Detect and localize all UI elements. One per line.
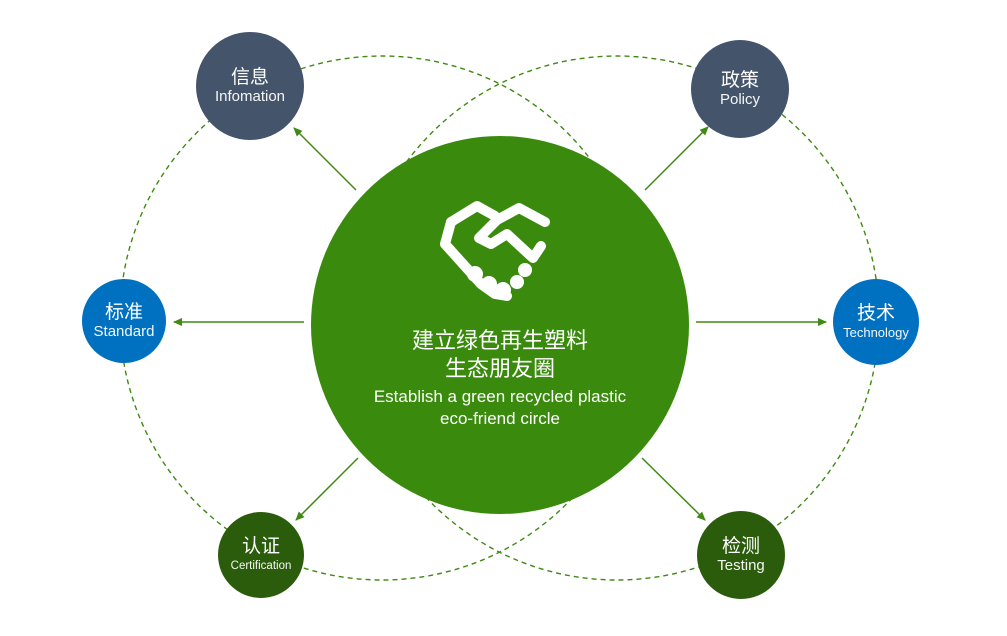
node-information: 信息 Infomation — [196, 32, 304, 140]
node-technology: 技术 Technology — [833, 279, 919, 365]
arrow-to-information — [293, 127, 357, 191]
arrow-to-policy — [644, 126, 709, 191]
handshake-icon — [440, 201, 550, 301]
node-technology-zh: 技术 — [856, 302, 895, 324]
node-testing-en: Testing — [717, 557, 765, 574]
node-policy-en: Policy — [719, 91, 760, 108]
center-title-en-line2: eco-friend circle — [440, 409, 560, 428]
node-certification: 认证 Certification — [218, 512, 304, 598]
node-information-zh: 信息 — [230, 66, 269, 88]
node-technology-en: Technology — [843, 325, 909, 340]
node-testing-zh: 检测 — [721, 535, 760, 557]
node-standard: 标准 Standard — [82, 279, 166, 363]
center-title-zh-line1: 建立绿色再生塑料 — [411, 329, 588, 354]
arrow-to-certification — [295, 457, 359, 521]
center-circle: 建立绿色再生塑料 生态朋友圈 Establish a green recycle… — [311, 136, 689, 514]
node-certification-zh: 认证 — [241, 535, 280, 557]
node-standard-zh: 标准 — [104, 301, 143, 323]
center-title-en-line1: Establish a green recycled plastic — [373, 387, 627, 406]
center-title-zh-line2: 生态朋友圈 — [444, 357, 555, 382]
node-information-en: Infomation — [214, 88, 286, 105]
node-standard-en: Standard — [93, 323, 155, 340]
node-policy-zh: 政策 — [720, 69, 759, 91]
node-certification-en: Certification — [230, 560, 292, 572]
arrow-to-testing — [641, 457, 706, 521]
node-policy: 政策 Policy — [691, 40, 789, 138]
node-testing: 检测 Testing — [697, 511, 785, 599]
